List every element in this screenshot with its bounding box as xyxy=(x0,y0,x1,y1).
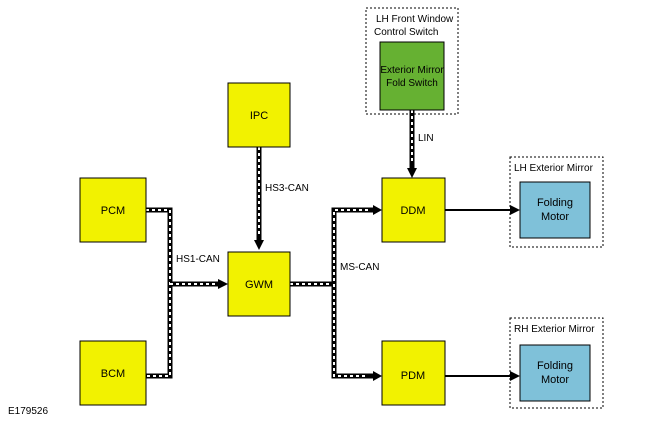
figure-id: E179526 xyxy=(8,406,48,417)
ipc-label: IPC xyxy=(250,110,268,122)
ms-can-label: MS-CAN xyxy=(340,262,379,273)
lh-motor-label-1: Folding xyxy=(537,197,573,209)
pcm-label: PCM xyxy=(101,205,125,217)
exterior-mirror-fold-switch: Exterior Mirror Fold Switch xyxy=(379,41,445,111)
rh-exterior-mirror-group xyxy=(509,317,604,409)
lh-folding-motor: Folding Motor xyxy=(519,181,591,239)
lh-exterior-mirror-label: LH Exterior Mirror xyxy=(514,163,594,174)
gwm-label: GWM xyxy=(245,279,273,291)
bcm-label: BCM xyxy=(101,368,125,380)
lin-label: LIN xyxy=(418,133,434,144)
arrow-heads xyxy=(218,168,417,381)
fold-switch-label-1: Exterior Mirror xyxy=(380,65,444,76)
rh-exterior-mirror-label: RH Exterior Mirror xyxy=(514,324,595,335)
hs1-can-label: HS1-CAN xyxy=(176,254,220,265)
bcm-module: BCM xyxy=(79,340,147,406)
ddm-label: DDM xyxy=(400,205,425,217)
ipc-module: IPC xyxy=(227,82,291,148)
pdm-label: PDM xyxy=(401,370,425,382)
lh-front-window-label-1: LH Front Window xyxy=(376,14,454,25)
hs3-can-label: HS3-CAN xyxy=(265,183,309,194)
gwm-module: GWM xyxy=(227,251,291,317)
pdm-module: PDM xyxy=(381,340,446,406)
lh-exterior-mirror-group xyxy=(509,156,604,248)
rh-folding-motor: Folding Motor xyxy=(519,344,591,402)
ddm-module: DDM xyxy=(381,177,446,243)
pcm-module: PCM xyxy=(79,177,147,243)
lh-front-window-label-2: Control Switch xyxy=(374,27,438,38)
rh-motor-label-1: Folding xyxy=(537,360,573,372)
lh-motor-label-2: Motor xyxy=(541,211,569,223)
fold-switch-label-2: Fold Switch xyxy=(386,78,438,89)
bus-lines xyxy=(146,110,415,379)
rh-motor-label-2: Motor xyxy=(541,374,569,386)
